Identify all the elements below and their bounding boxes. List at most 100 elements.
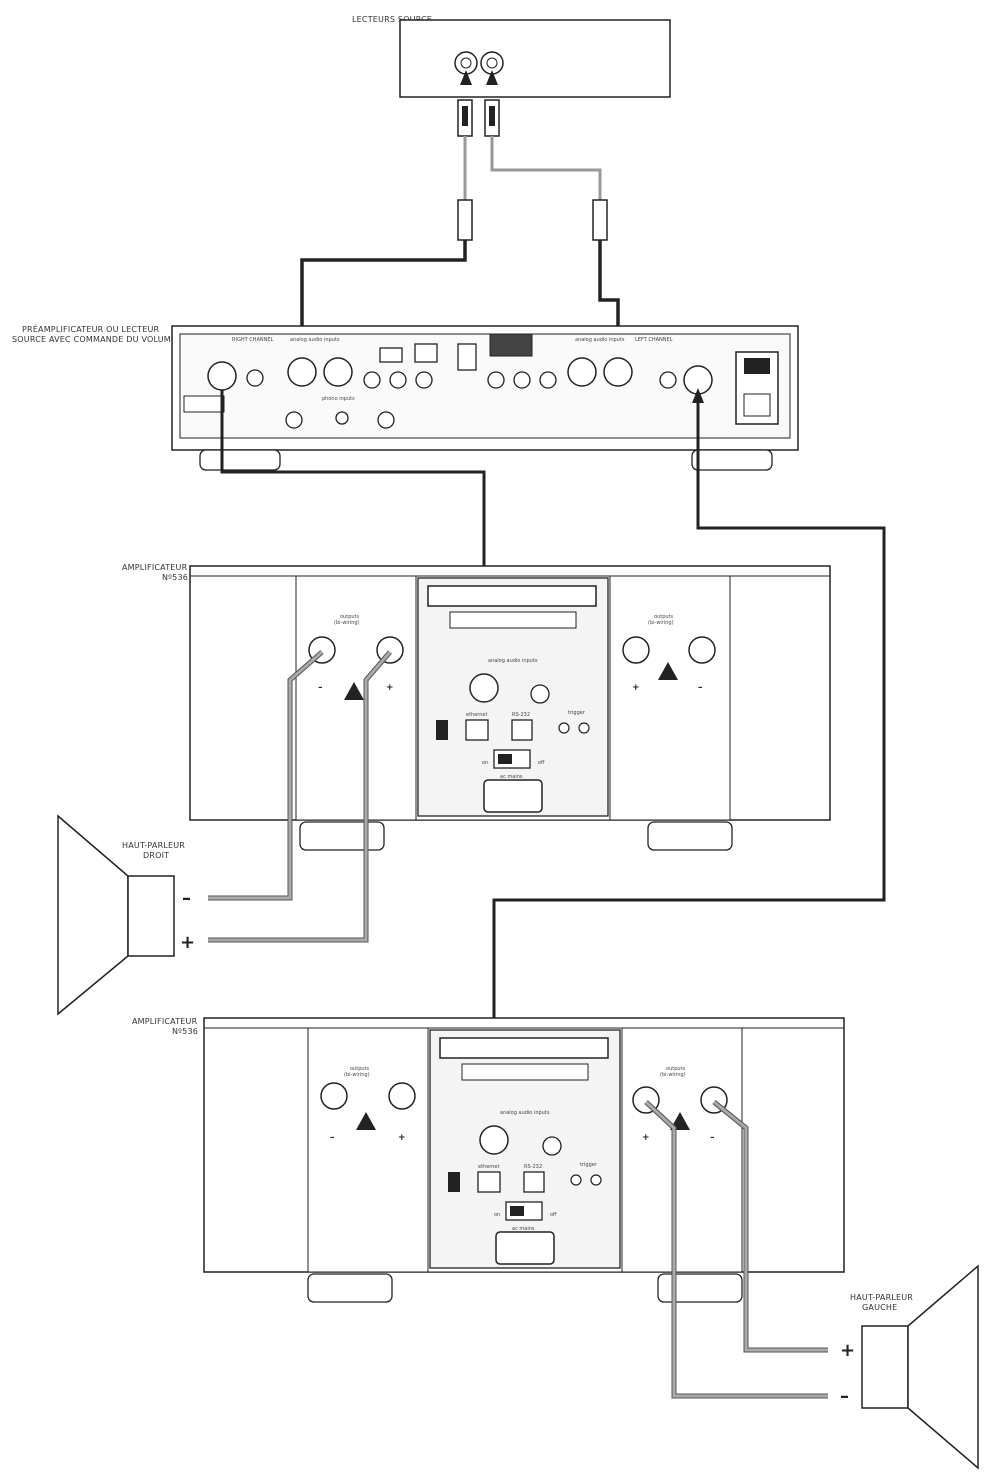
amp2-label-line2: Nº536 — [172, 1027, 198, 1036]
amp2-usb-port — [448, 1172, 460, 1192]
amp2-rca-input — [542, 1136, 562, 1156]
amp2-ac-mains-label: ac mains — [512, 1226, 535, 1232]
preamp-phono-2 — [335, 411, 349, 425]
amp2-biwiring-left-label: (bi-wiring) — [344, 1072, 370, 1078]
amp1-terminal-neg-r — [688, 636, 716, 664]
preamp-rca-5 — [487, 371, 505, 389]
preamp-phono-1 — [285, 411, 303, 429]
amp2-on-label: on — [494, 1212, 500, 1218]
source-player: LECTEURS SOURCE — [352, 15, 671, 98]
xlr-cable-right — [296, 70, 473, 345]
amp1-warning-icon-left — [344, 682, 364, 700]
speaker-right-label-line2: DROIT — [143, 851, 169, 860]
preamp-digital-block — [489, 333, 533, 357]
xlr-cable-left — [484, 70, 624, 345]
amp2-label-line1: AMPLIFICATEUR — [132, 1017, 198, 1026]
speaker-left-label-line1: HAUT-PARLEUR — [850, 1293, 913, 1302]
preamp-xlr-in-l1 — [567, 357, 597, 387]
preamp-rca-2 — [363, 371, 381, 389]
amp1-rca-input — [530, 684, 550, 704]
amp2-outputs-left-label: outputs — [350, 1066, 369, 1072]
amp1-trigger-out — [578, 722, 590, 734]
amp2-foot-right — [657, 1273, 743, 1303]
amp1-xlr-input — [469, 673, 499, 703]
amp2-off-label: off — [550, 1212, 557, 1218]
amp1-ac-mains-label: ac mains — [500, 774, 523, 780]
preamp-rca-4 — [415, 371, 433, 389]
preamp-foot-right — [691, 449, 773, 471]
preamp-rca-6 — [513, 371, 531, 389]
amp1-off-label: off — [538, 760, 545, 766]
amp1-trigger-label: trigger — [568, 710, 586, 716]
amp2-vent — [439, 1037, 609, 1059]
preamp-xlr-in-r2 — [323, 357, 353, 387]
preamp-rca-3 — [389, 371, 407, 389]
preamp-phono-3 — [377, 411, 395, 429]
amp2-sign-neg-r: – — [710, 1133, 715, 1143]
amp1-foot-left — [299, 821, 385, 851]
amp1-ethernet-port — [465, 719, 489, 741]
source-xlr-jack-2 — [480, 51, 504, 75]
amp2-ethernet-port — [477, 1171, 501, 1193]
amp1-trigger-in — [558, 722, 570, 734]
amp1-ethernet-label: ethernet — [466, 712, 487, 718]
preamp-rca-7 — [539, 371, 557, 389]
amp1-label-line2: Nº536 — [162, 573, 188, 582]
amp1-rs232-port — [511, 719, 533, 741]
amplifier-2: AMPLIFICATEUR Nº536 analog audio inputs … — [132, 1017, 845, 1303]
amp1-foot-right — [647, 821, 733, 851]
preamp-label-line2: SOURCE AVEC COMMANDE DU VOLUME — [12, 335, 176, 344]
preamplifier: PRÉAMPLIFICATEUR OU LECTEUR SOURCE AVEC … — [12, 323, 799, 471]
amp1-vent — [427, 585, 597, 607]
amp1-rs232-label: RS-232 — [512, 712, 530, 718]
preamp-analog-inputs-right: analog audio inputs — [290, 337, 340, 343]
amp2-terminal-neg-l — [320, 1082, 348, 1110]
source-label: LECTEURS SOURCE — [352, 15, 432, 24]
amp2-rs232-port — [523, 1171, 545, 1193]
amp1-sign-pos-l: + — [386, 683, 394, 693]
amp2-warning-icon-right — [670, 1112, 690, 1130]
speaker-left-label-line2: GAUCHE — [862, 1303, 897, 1312]
preamp-usb-port — [379, 347, 403, 363]
amp1-label-line1: AMPLIFICATEUR — [122, 563, 188, 572]
amp1-sign-neg-l: – — [318, 683, 323, 693]
amp2-trigger-in — [570, 1174, 582, 1186]
amp2-sign-pos-r: + — [642, 1133, 650, 1143]
speaker-left: HAUT-PARLEUR GAUCHE + – — [840, 1264, 979, 1470]
amp1-outputs-right-label: outputs — [654, 614, 673, 620]
amp1-analog-input-label: analog audio inputs — [488, 658, 538, 664]
preamp-phono-inputs: phono inputs — [322, 396, 355, 402]
preamp-label-line1: PRÉAMPLIFICATEUR OU LECTEUR — [22, 323, 160, 334]
preamp-rca-8 — [659, 371, 677, 389]
amp2-outputs-right-label: outputs — [666, 1066, 685, 1072]
amp2-analog-input-label: analog audio inputs — [500, 1110, 550, 1116]
preamp-foot-left — [199, 449, 281, 471]
amp2-ethernet-label: ethernet — [478, 1164, 499, 1170]
amp2-xlr-input — [479, 1125, 509, 1155]
amp2-biwiring-right-label: (bi-wiring) — [660, 1072, 686, 1078]
amp1-on-label: on — [482, 760, 488, 766]
amp1-sign-neg-r: – — [698, 683, 703, 693]
amplifier-1: AMPLIFICATEUR Nº536 analog audio inputs … — [122, 563, 831, 851]
amp2-trigger-label: trigger — [580, 1162, 598, 1168]
amp2-foot-left — [307, 1273, 393, 1303]
amp2-power-inlet — [495, 1231, 555, 1265]
amp2-sign-neg-l: – — [330, 1133, 335, 1143]
speaker-right-minus: – — [182, 888, 191, 909]
amp2-terminal-pos-l — [388, 1082, 416, 1110]
preamp-analog-inputs-left: analog audio inputs — [575, 337, 625, 343]
amp1-sign-pos-r: + — [632, 683, 640, 693]
amp2-sign-pos-l: + — [398, 1133, 406, 1143]
speaker-cable-left — [644, 1100, 828, 1399]
speaker-left-minus: – — [840, 1386, 849, 1407]
speaker-right: HAUT-PARLEUR DROIT – + — [57, 814, 195, 1016]
speaker-left-plus: + — [840, 1340, 855, 1361]
preamp-label-plate — [183, 395, 225, 413]
preamp-xlr-in-l2 — [603, 357, 633, 387]
amp2-trigger-out — [590, 1174, 602, 1186]
amp1-biwiring-left-label: (bi-wiring) — [334, 620, 360, 626]
speaker-right-plus: + — [180, 932, 195, 953]
preamp-xlr-in-r1 — [287, 357, 317, 387]
amp1-usb-port — [436, 720, 448, 740]
